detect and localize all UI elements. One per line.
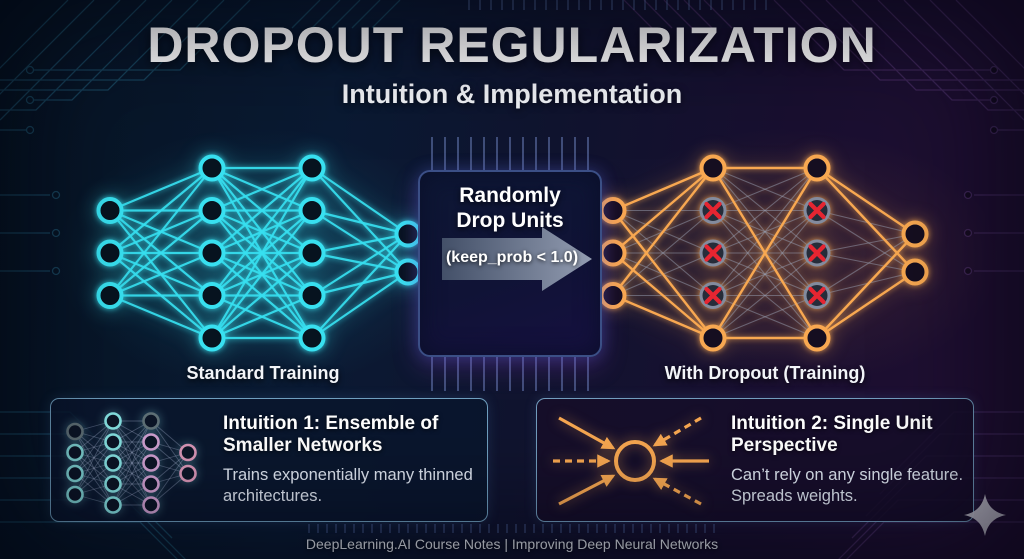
footer-credit: DeepLearning.AI Course Notes | Improving… — [305, 536, 719, 552]
chip-pins-top — [431, 137, 591, 170]
chip-heading: Randomly Drop Units — [420, 184, 600, 234]
dropout-network-diagram — [599, 154, 929, 352]
intuition-2-body: Can’t rely on any single feature. Spread… — [731, 466, 964, 506]
chip-heading-line2: Drop Units — [456, 208, 564, 232]
intuition-1-heading: Intuition 1: Ensemble of Smaller Network… — [223, 412, 439, 457]
ensemble-network-icon — [66, 412, 197, 514]
with-dropout-label: With Dropout (Training) — [664, 363, 866, 383]
intuition-2-heading: Intuition 2: Single Unit Perspective — [731, 412, 933, 457]
page-title: DROPOUT REGULARIZATION — [147, 17, 877, 73]
intuition-2-text: Intuition 2: Single Unit Perspective Can… — [721, 413, 973, 508]
intuition-1-body: Trains exponentially many thinned archit… — [223, 466, 473, 506]
top-pin-comb — [468, 0, 774, 10]
chip-heading-line1: Randomly — [459, 184, 561, 207]
single-unit-icon — [553, 416, 709, 506]
sparkle-icon — [964, 494, 1006, 536]
chip-pins-bottom — [431, 357, 591, 391]
intuition-1-text: Intuition 1: Ensemble of Smaller Network… — [213, 413, 487, 508]
keep-prob-label: (keep_prob < 1.0) — [445, 249, 579, 266]
intuition-2-card: Intuition 2: Single Unit Perspective Can… — [536, 398, 974, 522]
standard-network-diagram — [96, 154, 422, 352]
right-arrow-icon — [442, 227, 592, 291]
bottom-pin-comb — [308, 524, 722, 533]
intuition-1-card: Intuition 1: Ensemble of Smaller Network… — [50, 398, 488, 522]
page-subtitle: Intuition & Implementation — [341, 79, 683, 109]
standard-training-label: Standard Training — [186, 363, 340, 383]
chip-panel: Randomly Drop Units (keep_prob < 1.0) — [418, 170, 602, 357]
